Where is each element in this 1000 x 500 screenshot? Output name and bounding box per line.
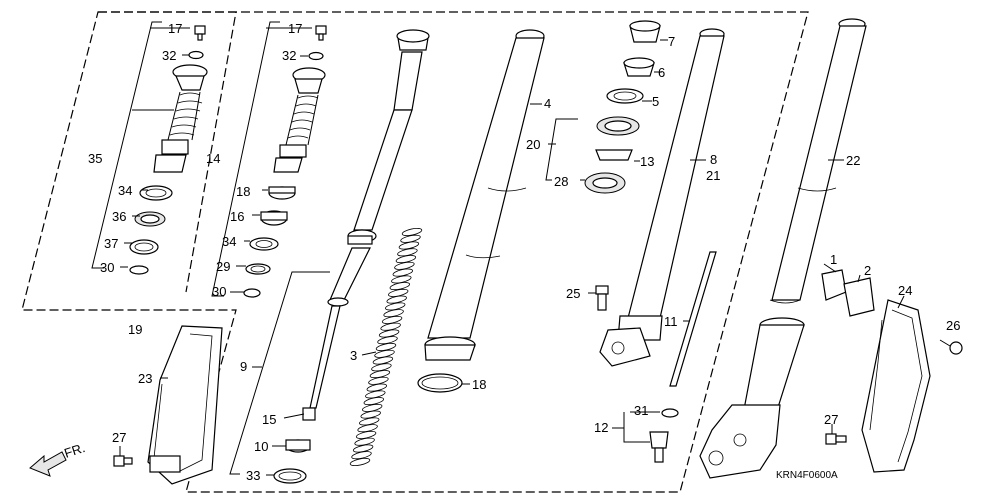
callout-10: 10	[254, 439, 268, 454]
callout-36: 36	[112, 209, 126, 224]
callout-4: 4	[544, 96, 551, 111]
callout-31: 31	[634, 403, 648, 418]
callout-18a: 18	[236, 184, 250, 199]
callout-14: 14	[206, 151, 220, 166]
front-direction-arrow	[29, 451, 67, 477]
bracket-1	[821, 269, 847, 301]
callout-24: 24	[898, 283, 912, 298]
callout-35: 35	[88, 151, 102, 166]
callout-18b: 18	[472, 377, 486, 392]
callout-37: 37	[104, 236, 118, 251]
callout-23: 23	[138, 371, 152, 386]
callout-32a: 32	[162, 48, 176, 63]
bleed-valve-12	[649, 431, 669, 449]
damper-cartridge-left	[129, 25, 208, 275]
callout-34a: 34	[118, 183, 132, 198]
bolt-25	[595, 285, 609, 295]
callout-15: 15	[262, 412, 276, 427]
damper-rod	[302, 29, 430, 421]
callout-32b: 32	[282, 48, 296, 63]
callout-30b: 30	[212, 284, 226, 299]
bolt-27-right	[825, 433, 837, 445]
callout-26: 26	[946, 318, 960, 333]
seal-31	[661, 408, 679, 418]
callout-29: 29	[216, 259, 230, 274]
callout-30a: 30	[100, 260, 114, 275]
callout-27b: 27	[824, 412, 838, 427]
callout-2: 2	[864, 263, 871, 278]
callout-17b: 17	[288, 21, 302, 36]
fork-assembly	[699, 18, 867, 479]
callout-numbers: 17 32 35 14 34 36 37 30 17 32 18 16 34 2…	[62, 21, 960, 483]
push-rod-11	[669, 251, 717, 387]
callout-1: 1	[830, 252, 837, 267]
callout-20: 20	[526, 137, 540, 152]
group-boundary-left-cartridge	[98, 11, 237, 293]
callout-34b: 34	[222, 234, 236, 249]
callout-27a: 27	[112, 430, 126, 445]
bolt-26	[949, 341, 963, 355]
callout-8: 8	[710, 152, 717, 167]
diagram-code: KRN4F0600A	[776, 470, 838, 481]
callout-19: 19	[128, 322, 142, 337]
fork-guard-left	[147, 325, 223, 485]
outer-fork-tube	[424, 29, 545, 361]
callout-9: 9	[240, 359, 247, 374]
callout-12: 12	[594, 420, 608, 435]
bracket-2	[843, 277, 875, 317]
fork-guard-right	[861, 299, 931, 473]
callout-17a: 17	[168, 21, 182, 36]
callout-22: 22	[846, 153, 860, 168]
steering-head-parts	[584, 20, 661, 194]
callout-28: 28	[554, 174, 568, 189]
inner-fork-tube	[599, 28, 725, 367]
fork-spring	[349, 228, 423, 466]
callout-16: 16	[230, 209, 244, 224]
callout-5: 5	[652, 94, 659, 109]
bolt-27-left	[113, 455, 125, 467]
callout-25: 25	[566, 286, 580, 301]
group-boundary-outer	[21, 11, 809, 493]
callout-3: 3	[350, 348, 357, 363]
callout-13: 13	[640, 154, 654, 169]
damper-cartridge-right	[243, 25, 327, 298]
callout-21: 21	[706, 168, 720, 183]
part-33-shape	[273, 468, 307, 484]
callout-33: 33	[246, 468, 260, 483]
callout-7: 7	[668, 34, 675, 49]
callout-11: 11	[664, 314, 678, 329]
direction-label: FR.	[62, 440, 87, 461]
callout-6: 6	[658, 65, 665, 80]
